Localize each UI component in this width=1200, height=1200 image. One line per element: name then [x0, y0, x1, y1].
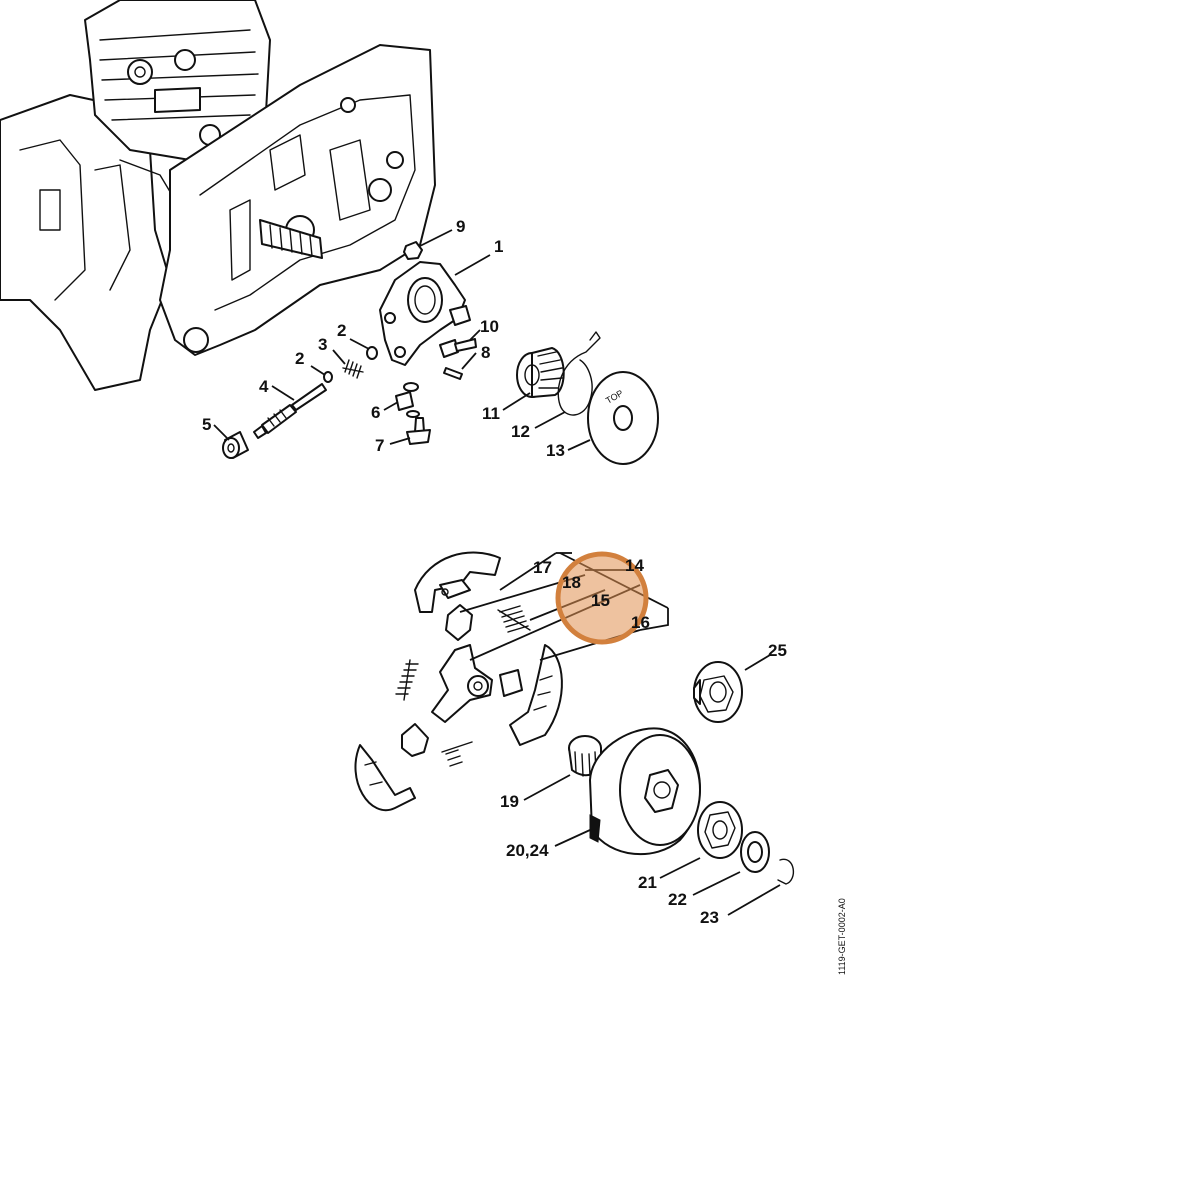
label-part-21: 21	[638, 873, 657, 892]
part-20-24-clutch-drum	[589, 727, 701, 856]
label-part-20-24: 20,24	[506, 841, 549, 860]
clutch-group	[354, 551, 795, 885]
label-part-15: 15	[591, 591, 610, 610]
label-part-17: 17	[533, 558, 552, 577]
label-part-12: 12	[511, 422, 530, 441]
part-2-o-ring-upper	[366, 346, 378, 360]
label-part-3: 3	[318, 335, 327, 354]
label-part-7: 7	[375, 436, 384, 455]
clutch-plate-lower	[401, 723, 429, 757]
part-2-o-ring-lower	[323, 371, 333, 383]
clutch-spring-lower	[441, 741, 473, 767]
engine-crankcase	[0, 0, 436, 391]
clutch-shoe-lower	[354, 744, 416, 812]
label-part-5: 5	[202, 415, 211, 434]
part-12-spring-wire	[557, 331, 601, 416]
label-part-2-upper: 2	[337, 321, 346, 340]
part-18-guide-plate	[445, 604, 473, 641]
part-9-nut	[403, 241, 423, 260]
part-1-oil-pump	[379, 261, 471, 366]
part-22-washer	[740, 831, 770, 873]
label-part-19: 19	[500, 792, 519, 811]
part-6-washers	[395, 382, 420, 418]
label-part-8: 8	[481, 343, 490, 362]
label-part-1: 1	[494, 237, 503, 256]
label-part-22: 22	[668, 890, 687, 909]
label-part-11: 11	[482, 404, 500, 423]
drawing-code: 1119-GET-0002-A0	[837, 898, 847, 975]
highlight-marker	[555, 551, 649, 645]
label-part-23: 23	[700, 908, 719, 927]
label-part-16: 16	[631, 613, 650, 632]
part-3-spring	[342, 359, 364, 379]
part-5-sleeve	[222, 431, 249, 459]
part-16-clutch-carrier	[431, 644, 523, 723]
label-part-18: 18	[562, 573, 581, 592]
part-25-spur-sprocket	[693, 661, 743, 723]
part-10-screw	[439, 338, 477, 358]
part-23-e-clip	[777, 858, 795, 885]
label-part-13: 13	[546, 441, 565, 460]
part-11-worm-gear	[516, 347, 565, 398]
label-part-14: 14	[625, 556, 644, 575]
part-15-spring	[497, 605, 531, 633]
part-8-pin	[443, 367, 463, 380]
label-part-6: 6	[371, 403, 380, 422]
oil-pump-group: TOP	[222, 241, 659, 465]
part-7-adjusting-screw	[406, 417, 431, 445]
part-13-cover-plate: TOP	[587, 371, 659, 465]
label-part-10: 10	[480, 317, 499, 336]
label-part-2-lower: 2	[295, 349, 304, 368]
part-17-clutch-shoe	[414, 551, 501, 613]
part-labels: 9 1 2 3 10 2 8 4 11 6 5 12 7 13 17 14 18…	[202, 217, 847, 975]
clutch-spring-left	[395, 659, 419, 701]
clutch-shoe-right	[509, 644, 563, 746]
label-part-25: 25	[768, 641, 787, 660]
label-part-4: 4	[259, 377, 269, 396]
part-4-worm-shaft	[253, 383, 327, 439]
label-part-9: 9	[456, 217, 465, 236]
part-21-rim-sprocket	[697, 801, 743, 859]
